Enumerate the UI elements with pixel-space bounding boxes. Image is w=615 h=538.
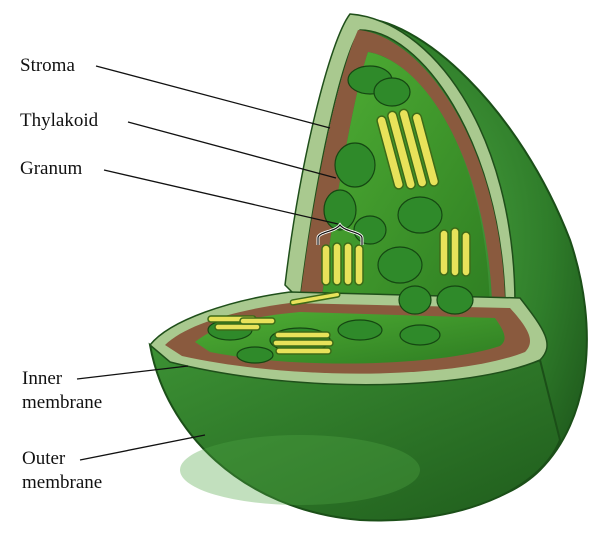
granum-leader: [103, 169, 339, 225]
inner-membrane-leader: [76, 365, 189, 380]
granum-label: Granum: [20, 158, 83, 179]
outer-membrane-leader: [79, 434, 206, 461]
inner-membrane-rim-vertical: [284, 13, 516, 307]
inner-membrane-label-line1: Inner: [22, 368, 63, 389]
thylakoid-leader: [127, 121, 337, 179]
intermembrane-space-vertical: [300, 30, 505, 310]
thylakoid-lamellae-horizontal: [207, 291, 341, 355]
thylakoid-label: Thylakoid: [20, 110, 99, 131]
leader-lines: [76, 65, 339, 461]
stroma-leader: [95, 65, 331, 129]
inner-membrane-label-line2: membrane: [22, 392, 103, 413]
outer-membrane-label-line2: membrane: [22, 472, 103, 493]
bowl-highlight: [180, 435, 420, 505]
stroma-label: Stroma: [20, 55, 75, 76]
grana-vertical: [323, 65, 474, 315]
outer-membrane-label-line1: Outer: [22, 448, 66, 469]
thylakoid-lamellae-vertical: [321, 108, 471, 286]
